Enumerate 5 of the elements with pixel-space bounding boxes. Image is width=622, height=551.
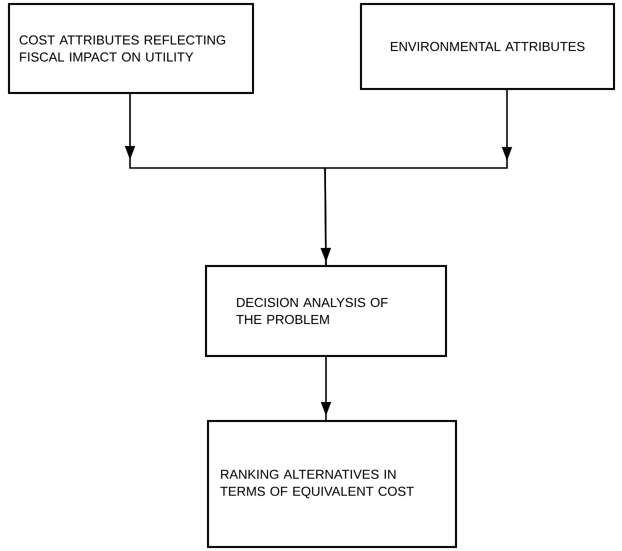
process-box: RANKING ALTERNATIVES IN TERMS OF EQUIVALENT COST <box>207 420 457 548</box>
process-box: ENVIRONMENTAL ATTRIBUTES <box>360 3 615 90</box>
process-box: DECISION ANALYSIS OF THE PROBLEM <box>205 264 447 357</box>
arrow <box>320 90 512 265</box>
process-box: COST ATTRIBUTES REFLECTING FISCAL IMPACT ON UTILITY <box>8 3 254 94</box>
